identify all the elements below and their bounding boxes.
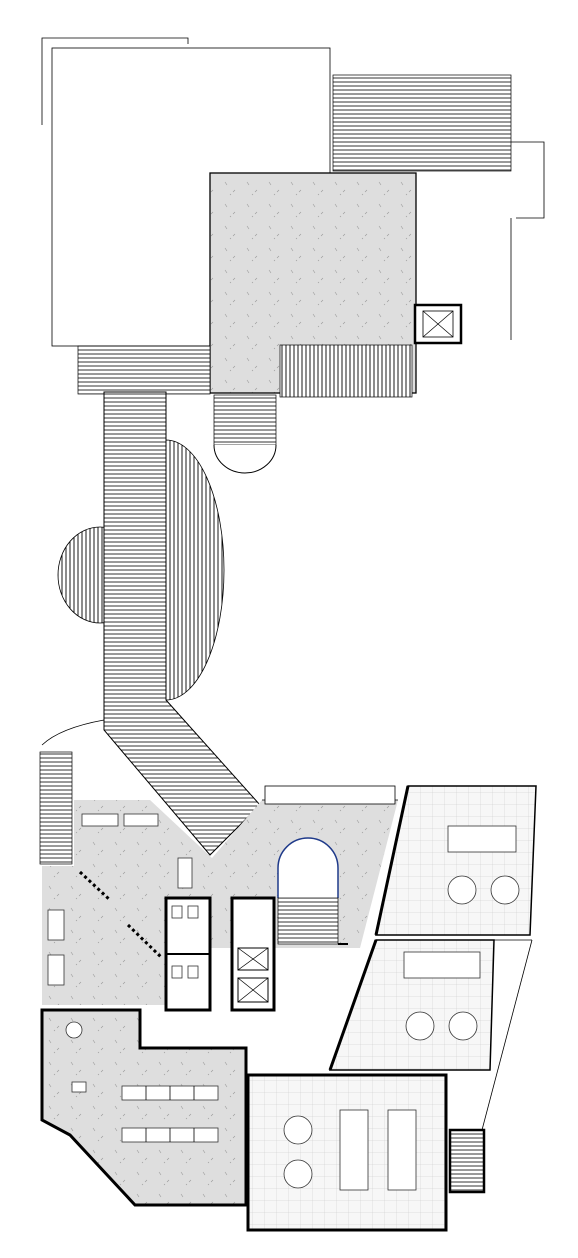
lift-shaft [413,303,463,345]
lift-cores [230,896,276,1012]
desk-cluster-upper [121,1085,219,1101]
semicircle-landing [213,394,277,474]
desk-cluster-lower [121,1127,219,1143]
half-disc-planter [165,439,225,701]
timber-decking-east [332,74,545,340]
timber-stair-south [279,344,413,398]
meeting-room-2 [328,939,533,1131]
meeting-room-1 [374,785,537,936]
south-meeting-room [246,1073,448,1232]
toilet-block [164,896,212,1012]
timber-decking-west [77,345,211,395]
left-entry-stair [39,751,73,865]
entry-canopy [277,837,348,945]
east-stair [448,1128,486,1194]
open-office [40,1008,248,1207]
